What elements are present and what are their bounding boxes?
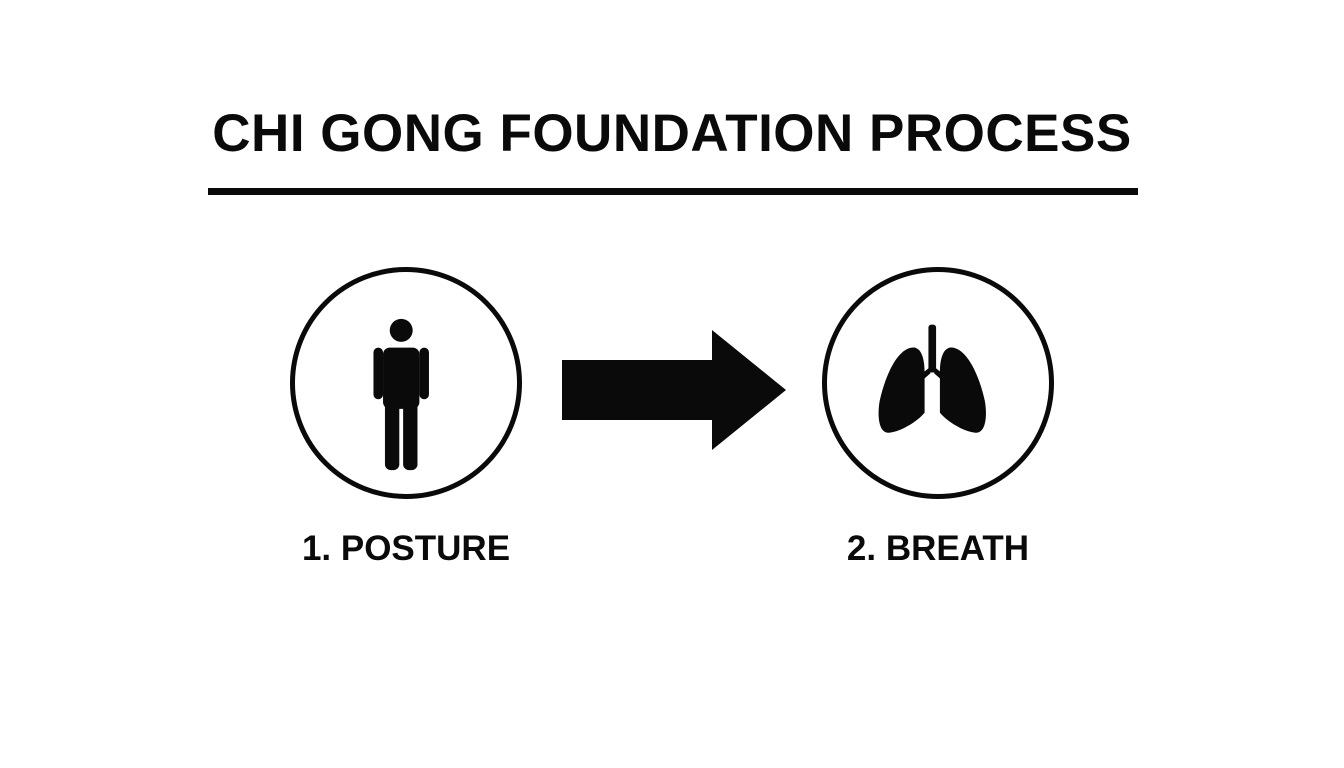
diagram-title: CHI GONG FOUNDATION PROCESS [212,104,1132,163]
step-posture-label: 1. POSTURE [301,529,511,568]
step-breath-circle [822,267,1054,499]
step-posture-circle [290,267,522,499]
lungs-icon [878,324,986,433]
step-breath-label: 2. BREATH [846,529,1030,568]
standing-person-icon [373,318,429,471]
title-underline [208,188,1138,195]
right-arrow-icon [562,330,786,450]
